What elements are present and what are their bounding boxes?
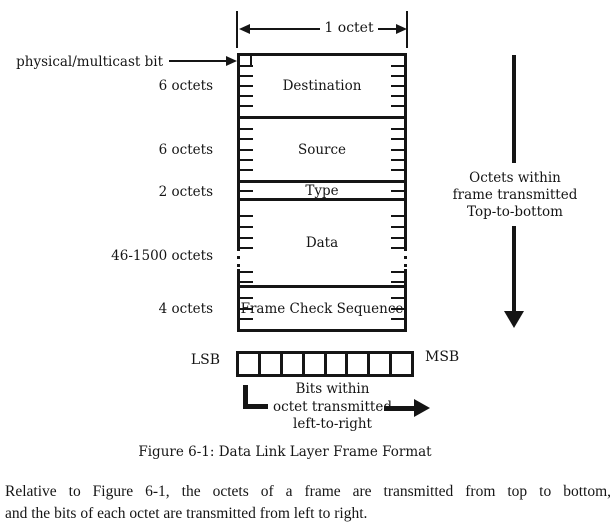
octet-tick (391, 128, 404, 130)
bit-pointer-label: physical/multicast bit (16, 54, 163, 70)
size-label-source: 6 octets (158, 142, 213, 158)
bit-cell (345, 354, 367, 374)
measure-arrow-left-icon (239, 24, 250, 34)
octet-tick (391, 297, 404, 299)
section-destination: Destination (240, 56, 404, 119)
octet-tick (240, 247, 253, 249)
size-label-data: 46-1500 octets (111, 248, 213, 264)
bit-cell (301, 354, 324, 374)
octet-tick (391, 105, 404, 107)
section-data: Data (237, 201, 407, 288)
body-paragraph: Relative to Figure 6-1, the octets of a … (5, 481, 611, 525)
octet-tick (391, 65, 404, 67)
section-label: Destination (282, 78, 362, 94)
section-type: Type (240, 183, 404, 201)
octet-tick (240, 215, 253, 217)
section-frame-check-sequence: Frame Check Sequence (240, 288, 404, 329)
octet-tick (240, 226, 253, 228)
measure-line-right (378, 28, 398, 30)
octet-order-note: Octets within frame transmitted Top-to-b… (444, 170, 586, 221)
octet-tick (391, 159, 404, 161)
measure-line-left (249, 28, 320, 30)
octet-tick (240, 65, 253, 67)
section-label: Source (297, 141, 347, 158)
octet-tick (240, 75, 253, 77)
bit-cell (389, 354, 411, 374)
bit-cell (279, 354, 302, 374)
section-source: Source (240, 119, 404, 183)
bit-order-arrow-line (384, 406, 416, 411)
figure-caption: Figure 6-1: Data Link Layer Frame Format (138, 444, 432, 460)
octet-tick (240, 190, 253, 192)
octet-tick (240, 105, 253, 107)
octet-tick (391, 281, 404, 283)
octet-tick (240, 128, 253, 130)
body-line-1: Relative to Figure 6-1, the octets of a … (5, 483, 611, 500)
octet-tick (240, 308, 253, 310)
octet-tick (240, 237, 253, 239)
octet-tick (391, 215, 404, 217)
size-label-destination: 6 octets (158, 78, 213, 94)
body-line-2: and the bits of each octet are transmitt… (5, 505, 368, 522)
octet-tick (391, 85, 404, 87)
section-label: Frame Check Sequence (240, 300, 404, 317)
octet-tick (391, 237, 404, 239)
octet-tick (240, 271, 253, 273)
bit-cell (367, 354, 389, 374)
measure-arrow-right-icon (396, 24, 407, 34)
octet-tick (240, 85, 253, 87)
measure-right-bar (406, 11, 408, 48)
octet-tick (240, 297, 253, 299)
octet-order-note-line: Top-to-bottom (467, 204, 563, 220)
octet-order-note-line: frame transmitted (452, 187, 578, 203)
octet-tick (240, 318, 253, 320)
section-label: Data (305, 235, 339, 251)
bit-order-arrowhead-icon (414, 399, 430, 417)
bit-pointer-arrow-icon (226, 56, 237, 66)
octet-tick (391, 169, 404, 171)
measure-left-bar (236, 11, 238, 48)
octet-tick (391, 271, 404, 273)
octet-tick (391, 308, 404, 310)
size-label-type: 2 octets (158, 184, 213, 200)
bit-cells-row (236, 351, 414, 377)
octet-tick (240, 281, 253, 283)
variable-length-dots-left (237, 248, 240, 269)
octet-measure-label: 1 octet (324, 20, 374, 36)
octet-tick (240, 169, 253, 171)
octet-tick (391, 149, 404, 151)
bit-cell (239, 354, 258, 374)
lsb-label: LSB (190, 352, 220, 368)
bit-order-note: Bits within octet transmitted left-to-ri… (270, 381, 395, 434)
bit-pointer-line (169, 60, 227, 62)
bit-order-note-line: octet transmitted (273, 398, 392, 415)
octet-order-note-line: Octets within (469, 170, 561, 186)
bit-order-note-line: left-to-right (293, 416, 372, 432)
octet-order-arrow-upper (512, 55, 516, 163)
variable-length-dots-right (404, 248, 407, 269)
octet-tick (391, 75, 404, 77)
octet-tick (240, 95, 253, 97)
octet-tick (391, 138, 404, 140)
msb-label: MSB (425, 349, 460, 365)
octet-tick (391, 318, 404, 320)
bit-cell (323, 354, 346, 374)
octet-order-arrowhead-icon (504, 311, 524, 328)
octet-tick (240, 138, 253, 140)
octet-tick (391, 95, 404, 97)
section-label: Type (305, 182, 339, 199)
octet-tick (391, 190, 404, 192)
bit-order-note-line: Bits within (295, 381, 370, 397)
octet-tick (391, 247, 404, 249)
bit-order-elbow-icon (243, 385, 268, 409)
octet-tick (240, 149, 253, 151)
size-label-fcs: 4 octets (158, 301, 213, 317)
octet-tick (240, 159, 253, 161)
octet-tick (391, 226, 404, 228)
frame-box: Destination Source Type Data Frame Check… (237, 53, 407, 332)
octet-order-arrow-lower (512, 226, 516, 312)
bit-cell (257, 354, 280, 374)
